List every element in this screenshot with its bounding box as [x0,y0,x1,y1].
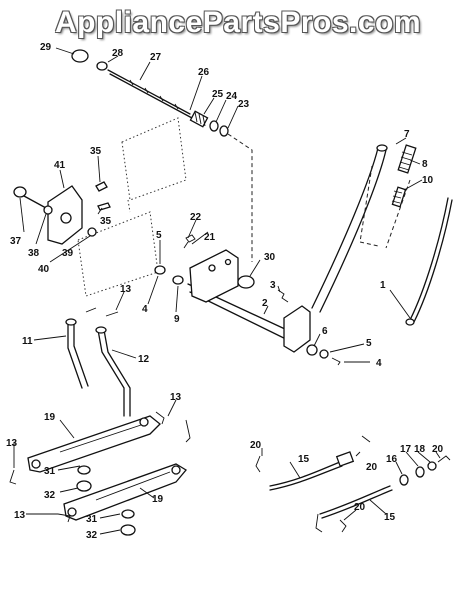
callout-20-left: 20 [250,440,262,451]
callout-13-top: 13 [120,284,132,295]
callout-22: 22 [190,212,202,223]
bushing-30 [237,275,255,289]
callout-29: 29 [40,42,52,53]
shaft-27 [107,69,191,115]
callout-9: 9 [174,314,180,325]
leader-lines [13,47,441,535]
cross-shaft-2 [154,234,341,366]
callout-13-mid: 13 [170,392,182,403]
knob-37 [13,186,27,198]
callout-32-upper: 32 [44,490,56,501]
callout-18: 18 [414,444,426,455]
callout-24: 24 [226,91,238,102]
callout-6: 6 [322,326,328,337]
main-pedal [311,144,417,313]
rod-1 [405,197,453,326]
spring-10 [391,186,407,208]
callout-15-upper: 15 [298,454,310,465]
callout-40: 40 [38,264,50,275]
callout-39: 39 [62,248,74,259]
nut-28 [96,61,108,71]
callout-7: 7 [404,129,410,140]
bracket-plate [189,249,239,303]
nut-23 [219,125,229,137]
callout-20-right: 20 [432,444,444,455]
lever-41-assembly [13,181,111,245]
rods-11-12 [65,307,131,417]
collar-9 [172,275,184,285]
callout-20-mid: 20 [366,462,378,473]
callout-5-upper: 5 [156,230,162,241]
lift-arm-lower-19 [63,463,187,536]
lift-arm-upper-19 [27,415,161,492]
washer-32a [76,480,92,492]
callout-2: 2 [262,298,268,309]
callout-28: 28 [112,48,124,59]
callout-30: 30 [264,252,276,263]
washer-18 [427,461,437,471]
washer-24 [209,120,219,132]
callout-31-upper: 31 [44,466,56,477]
clips-13 [9,411,191,523]
spring-3 [277,289,289,303]
callout-27: 27 [150,52,162,63]
callout-4-lower: 4 [376,358,382,369]
clip-35a [95,181,108,192]
nut-16 [399,474,409,486]
callout-8: 8 [422,159,428,170]
callout-15-lower: 15 [384,512,396,523]
callout-13-left: 13 [6,438,18,449]
callout-17: 17 [400,444,412,455]
bushing-31b [121,509,135,519]
callout-35-lower: 35 [100,216,112,227]
spring-25 [189,110,209,128]
collar-6 [306,344,318,356]
callout-19-upper: 19 [44,412,56,423]
cable-assembly [255,435,451,533]
callout-12: 12 [138,354,150,365]
callout-21: 21 [204,232,216,243]
callout-26: 26 [198,67,210,78]
callout-41: 41 [54,160,66,171]
washer-40 [87,227,97,237]
callout-25: 25 [212,89,224,100]
callout-13-bottom: 13 [14,510,26,521]
washer-32b [120,524,136,536]
callout-10: 10 [422,175,434,186]
callout-5-lower: 5 [366,338,372,349]
callout-4-upper: 4 [142,304,148,315]
callout-3: 3 [270,280,276,291]
callout-labels: 29 28 27 26 25 24 23 7 8 10 35 41 35 37 … [6,42,444,541]
callout-1: 1 [380,280,386,291]
callout-23: 23 [238,99,250,110]
watermark-logo: AppliancePartsPros.com [54,6,422,39]
callout-19-lower: 19 [152,494,164,505]
collar-5 [319,349,329,359]
clip-35b [97,202,111,211]
callout-11: 11 [22,336,33,347]
callout-20-bottom: 20 [354,502,366,513]
washer-38 [43,205,53,215]
knob-29 [71,49,89,63]
callout-16: 16 [386,454,398,465]
callout-37: 37 [10,236,22,247]
callout-38: 38 [28,248,40,259]
callout-35-upper: 35 [90,146,102,157]
callout-31-lower: 31 [86,514,98,525]
upper-shaft-assembly [71,49,253,262]
callout-32-lower: 32 [86,530,98,541]
nut-17 [415,466,425,478]
frame-bracket [77,117,187,297]
bushing-31a [77,465,91,475]
